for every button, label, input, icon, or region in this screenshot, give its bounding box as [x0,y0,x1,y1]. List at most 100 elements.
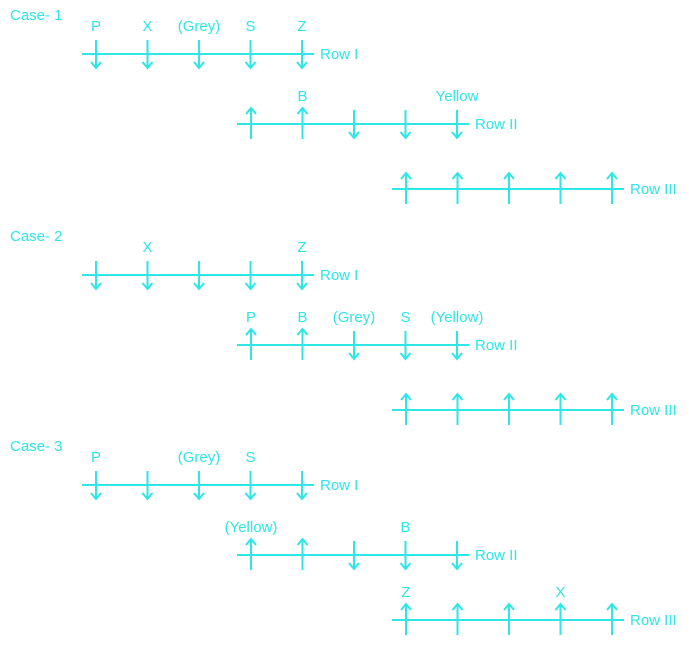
seat-arrow [451,602,464,635]
row-label: Row III [630,612,677,629]
row-1: P (Grey) S Row I [82,449,358,501]
seat-arrow [400,171,412,204]
row-label: Row III [630,181,677,198]
seat-arrow [245,327,257,360]
down-arrow-icon [193,492,205,501]
down-arrow-icon [348,352,360,361]
row-label: Row I [320,477,358,494]
up-arrow-icon [606,392,618,401]
down-arrow-icon [451,131,463,140]
seat-arrow [606,171,618,204]
seat-arrow [296,471,308,501]
seat-label: X [142,18,152,35]
seat-arrow [296,327,309,360]
up-arrow-icon [606,602,618,611]
up-arrow-icon [554,602,567,611]
down-arrow-icon [90,282,102,291]
seat-arrow [503,392,515,425]
seat-label: B [297,88,307,105]
down-arrow-icon [244,61,257,70]
seat-arrow [400,602,412,635]
seat-label: (Yellow) [225,519,278,536]
seat-arrow [245,537,257,570]
down-arrow-icon [348,562,360,571]
down-arrow-icon [90,492,102,501]
seat-arrow [141,261,154,291]
case-title: Case- 2 [10,228,63,245]
down-arrow-icon [90,61,102,70]
row-3: Row III [392,171,677,204]
seat-arrow [348,110,360,140]
seat-arrow [244,40,257,70]
row-3: Row III [392,392,677,425]
seat-arrow [503,602,515,635]
seat-arrow [296,106,309,139]
seat-label: Yellow [436,88,479,105]
up-arrow-icon [503,602,515,611]
seat-arrow [554,392,567,425]
down-arrow-icon [296,61,308,70]
seat-arrow [90,40,102,70]
seat-arrow [141,471,154,501]
seat-arrow [554,602,567,635]
up-arrow-icon [554,171,567,180]
seat-label: X [555,584,565,601]
seat-label: B [297,309,307,326]
seat-arrow [348,541,360,571]
down-arrow-icon [451,352,463,361]
case-title: Case- 1 [10,7,63,24]
up-arrow-icon [296,106,309,115]
seat-label: X [142,239,152,256]
seat-label: P [246,309,256,326]
seat-arrow [90,261,102,291]
down-arrow-icon [399,131,412,140]
down-arrow-icon [193,282,205,291]
seat-label: (Grey) [178,18,221,35]
seat-label: P [91,449,101,466]
seat-arrow [451,331,463,361]
case-title: Case- 3 [10,438,63,455]
row-label: Row II [475,116,518,133]
seat-arrow [296,40,308,70]
seat-arrow [244,471,257,501]
seat-arrow [141,40,154,70]
seat-label: Z [297,18,306,35]
seat-label: B [400,519,410,536]
down-arrow-icon [348,131,360,140]
seat-label: Z [297,239,306,256]
down-arrow-icon [141,282,154,291]
down-arrow-icon [141,61,154,70]
down-arrow-icon [399,562,412,571]
down-arrow-icon [141,492,154,501]
up-arrow-icon [296,537,309,546]
seat-arrow [244,261,257,291]
down-arrow-icon [296,282,308,291]
row-label: Row II [475,337,518,354]
seat-arrow [296,261,308,291]
seat-label: P [91,18,101,35]
up-arrow-icon [400,171,412,180]
seat-arrow [503,171,515,204]
seat-arrow [193,261,205,291]
down-arrow-icon [399,352,412,361]
seat-label: (Grey) [178,449,221,466]
seat-arrow [451,171,464,204]
seat-label: (Grey) [333,309,376,326]
up-arrow-icon [554,392,567,401]
seat-arrow [399,541,412,571]
up-arrow-icon [400,392,412,401]
seat-label: S [245,18,255,35]
seat-arrow [554,171,567,204]
seat-label: S [245,449,255,466]
up-arrow-icon [245,537,257,546]
seat-arrow [90,471,102,501]
